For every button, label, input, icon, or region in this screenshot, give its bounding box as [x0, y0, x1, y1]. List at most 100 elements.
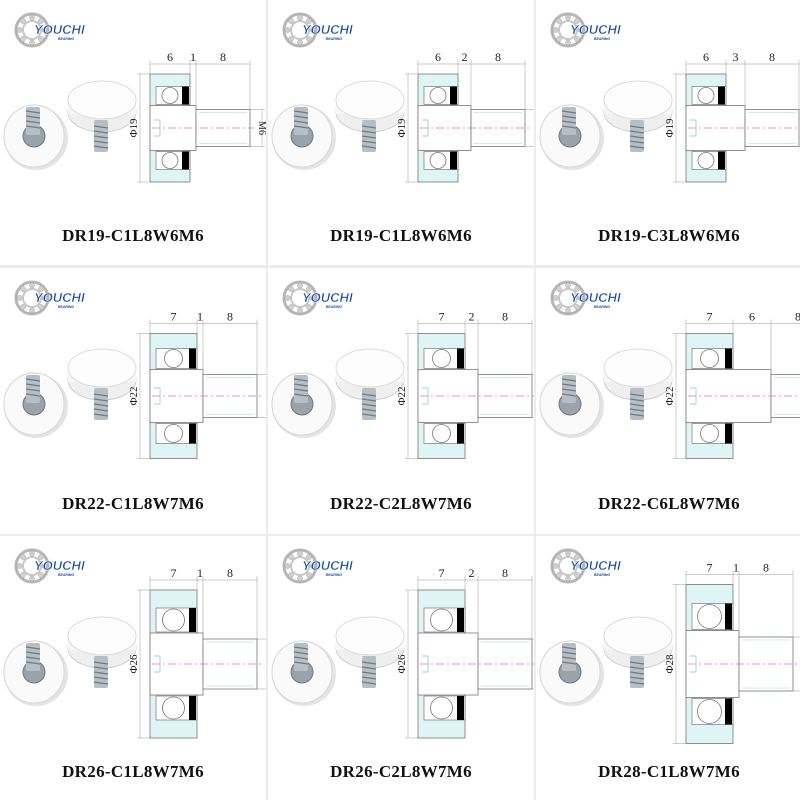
technical-drawing: 728Φ26M6: [396, 566, 534, 739]
dimension-diameter: Φ19: [664, 118, 676, 138]
svg-text:BEARING: BEARING: [326, 305, 342, 309]
ball-icon: [700, 424, 719, 443]
product-card-dr26-c1l8w7m6: YOUCHI BEARING: [0, 536, 266, 802]
svg-text:BEARING: BEARING: [326, 573, 342, 577]
ball-icon: [430, 608, 453, 632]
dimension-length: 8: [227, 566, 233, 580]
product-photo: [3, 616, 137, 706]
youchi-logo-icon: YOUCHI BEARING: [14, 12, 85, 48]
seal: [189, 423, 196, 444]
youchi-logo-icon: YOUCHI BEARING: [282, 548, 353, 584]
product-photo: [271, 616, 405, 706]
product-card-dr19-c3l8w6m6: YOUCHI BEARING: [536, 0, 800, 265]
dimension-diameter: Φ26: [396, 654, 408, 674]
product-model-label: DR28-C1L8W7M6: [598, 762, 740, 781]
ball-icon: [429, 87, 447, 104]
ball-icon: [697, 87, 715, 104]
seal: [182, 151, 189, 170]
ball-icon: [697, 604, 722, 629]
dimension-width: 7: [707, 310, 713, 324]
ball-icon: [164, 349, 183, 368]
seal: [450, 86, 457, 105]
youchi-logo-icon: YOUCHI BEARING: [14, 280, 85, 316]
ball-icon: [161, 87, 179, 104]
dimension-diameter: Φ28: [664, 654, 676, 674]
product-photo: [539, 80, 673, 170]
technical-drawing: 718Φ28M6: [664, 561, 800, 744]
dimension-length: 8: [502, 310, 508, 324]
dimension-width: 6: [435, 50, 441, 64]
product-card-dr19-c1l8w6m6: YOUCHI BEARING: [268, 0, 534, 265]
dimension-width: 6: [703, 50, 709, 64]
product-card-dr22-c6l8w7m6: YOUCHI BEARING: [536, 268, 800, 534]
product-card-dr22-c2l8w7m6: YOUCHI BEARING: [268, 268, 534, 534]
ball-icon: [700, 349, 719, 368]
dimension-length: 8: [795, 310, 800, 324]
dimension-gap: 6: [749, 310, 755, 324]
youchi-logo-icon: YOUCHI BEARING: [550, 548, 621, 584]
dimension-gap: 1: [197, 566, 203, 580]
dimension-gap: 2: [469, 310, 475, 324]
dimension-diameter: Φ22: [664, 386, 676, 405]
dimension-length: 8: [769, 50, 775, 64]
dimension-length: 8: [220, 50, 226, 64]
product-model-label: DR22-C2L8W7M6: [330, 494, 472, 513]
svg-text:BEARING: BEARING: [594, 305, 610, 309]
seal: [718, 151, 725, 170]
seal: [725, 423, 732, 444]
product-model-label: DR26-C1L8W7M6: [62, 762, 204, 781]
dimension-thread: M6: [531, 121, 534, 135]
product-model-label: DR19-C1L8W6M6: [330, 226, 472, 245]
dimension-thread: M6: [256, 121, 266, 135]
svg-text:YOUCHI: YOUCHI: [34, 22, 85, 37]
dimension-gap: 3: [733, 50, 739, 64]
youchi-logo-icon: YOUCHI BEARING: [14, 548, 85, 584]
product-photo: [539, 616, 673, 706]
dimension-thread: M6: [263, 657, 266, 671]
technical-drawing: 768Φ22M6: [664, 310, 800, 459]
ball-icon: [164, 424, 183, 443]
seal: [182, 86, 189, 105]
svg-text:BEARING: BEARING: [58, 305, 74, 309]
dimension-diameter: Φ22: [396, 386, 408, 405]
dimension-width: 7: [707, 561, 713, 575]
svg-text:BEARING: BEARING: [326, 37, 342, 41]
product-card-dr28-c1l8w7m6: YOUCHI BEARING: [536, 536, 800, 802]
seal: [457, 608, 464, 632]
seal: [457, 348, 464, 369]
product-card-dr26-c2l8w7m6: YOUCHI BEARING: [268, 536, 534, 802]
svg-text:YOUCHI: YOUCHI: [570, 22, 621, 37]
product-photo: [3, 348, 137, 438]
product-model-label: DR26-C2L8W7M6: [330, 762, 472, 781]
product-photo: [271, 80, 405, 170]
product-model-label: DR19-C1L8W6M6: [62, 226, 204, 245]
dimension-width: 7: [171, 310, 177, 324]
ball-icon: [432, 349, 451, 368]
product-model-label: DR22-C6L8W7M6: [598, 494, 740, 513]
dimension-length: 8: [495, 50, 501, 64]
dimension-gap: 1: [190, 50, 196, 64]
dimension-length: 8: [502, 566, 508, 580]
svg-text:YOUCHI: YOUCHI: [302, 290, 353, 305]
svg-text:YOUCHI: YOUCHI: [570, 558, 621, 573]
svg-text:BEARING: BEARING: [594, 37, 610, 41]
svg-text:YOUCHI: YOUCHI: [34, 558, 85, 573]
svg-text:YOUCHI: YOUCHI: [302, 558, 353, 573]
seal: [725, 603, 732, 630]
seal: [725, 698, 732, 725]
seal: [457, 696, 464, 720]
technical-drawing: 638Φ19M6: [664, 50, 800, 183]
ball-icon: [162, 696, 185, 720]
ball-icon: [697, 699, 722, 724]
youchi-logo-icon: YOUCHI BEARING: [282, 12, 353, 48]
dimension-diameter: Φ26: [128, 654, 140, 674]
product-photo: [3, 80, 137, 170]
seal: [457, 423, 464, 444]
dimension-gap: 1: [197, 310, 203, 324]
dimension-diameter: Φ19: [396, 118, 408, 138]
product-card-dr22-c1l8w7m6: YOUCHI BEARING: [0, 268, 266, 534]
